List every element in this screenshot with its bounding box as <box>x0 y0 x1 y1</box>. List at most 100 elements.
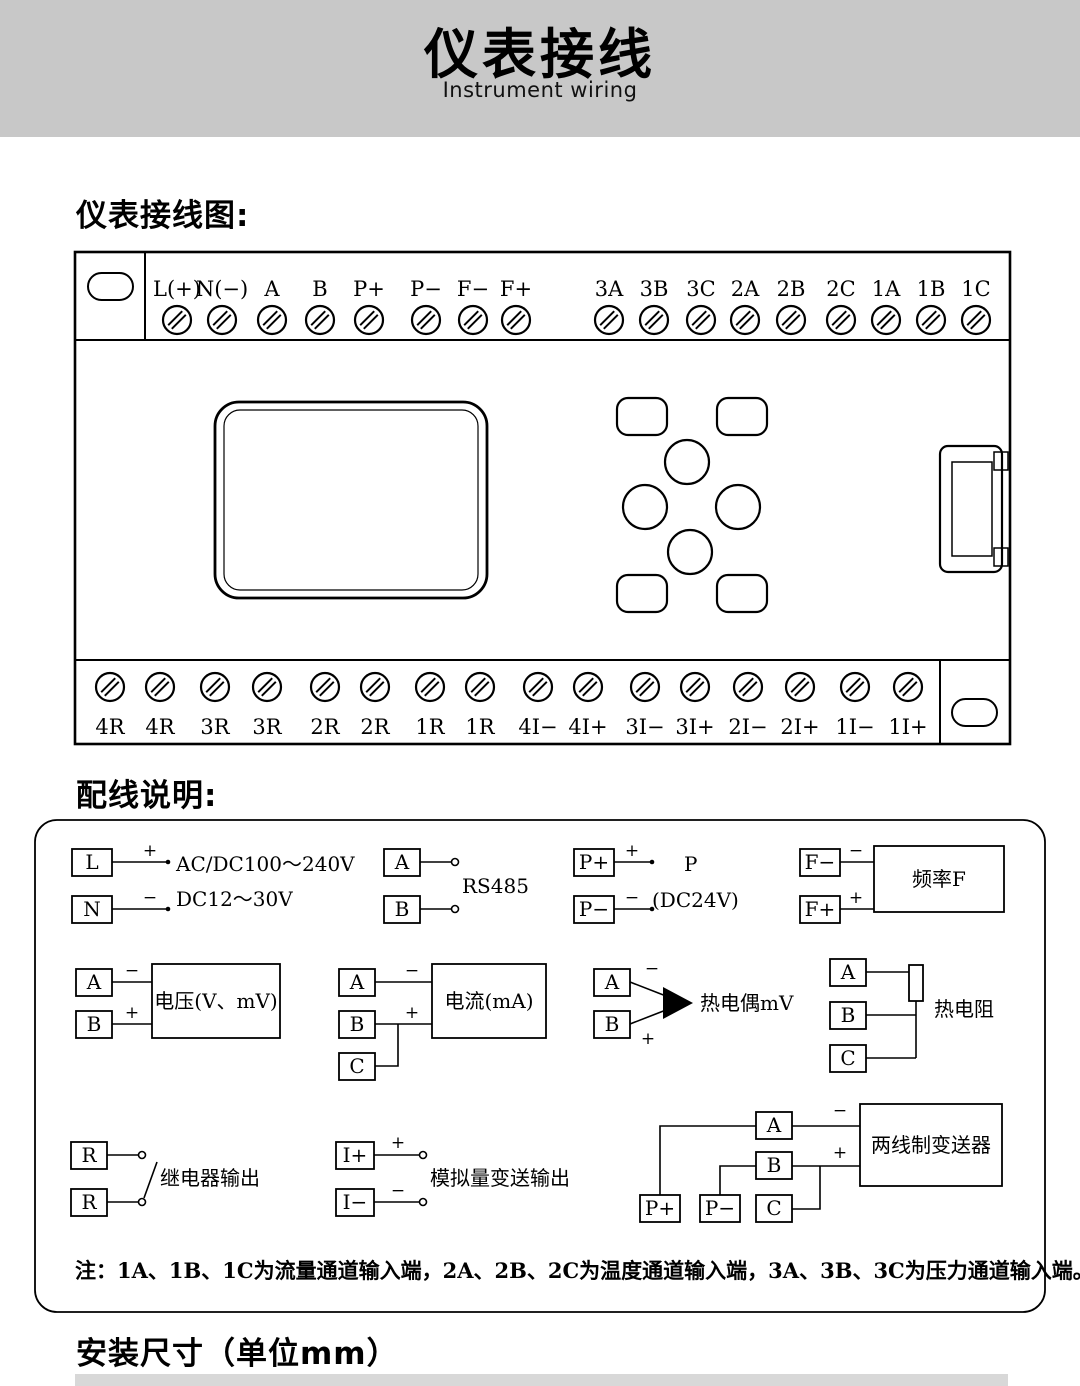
terminal-box-label: B <box>767 1153 782 1177</box>
screw-icon <box>870 304 902 336</box>
terminal-label: B <box>312 277 327 301</box>
key-top-right <box>715 396 769 437</box>
polarity-minus: − <box>645 959 659 979</box>
wiring-label: RS485 <box>462 874 529 898</box>
polarity-plus: + <box>849 888 863 908</box>
contact-terminal <box>137 1150 147 1160</box>
terminal-box-label: F+ <box>805 897 836 921</box>
screw-icon <box>593 304 625 336</box>
header-band: 仪表接线 Instrument wiring <box>0 0 1080 137</box>
display-window <box>213 400 489 600</box>
device-box <box>873 845 1005 913</box>
terminal-box-label: N <box>83 897 101 921</box>
screw-icon <box>775 304 807 336</box>
screw-icon <box>500 304 532 336</box>
terminal-box-label: P+ <box>579 850 609 874</box>
bottom-terminal-screws <box>94 671 924 703</box>
key-down <box>666 528 714 576</box>
terminal-box-label: B <box>87 1012 102 1036</box>
terminal-label: 2I− <box>728 715 767 739</box>
terminal-box-label: P− <box>579 897 609 921</box>
polarity-plus: + <box>625 841 639 861</box>
screw-icon <box>457 304 489 336</box>
polarity-minus: − <box>391 1181 405 1201</box>
wiring-label: 热电阻 <box>934 997 994 1021</box>
terminal-label: 4I+ <box>568 715 607 739</box>
polarity-minus: − <box>833 1101 847 1121</box>
terminal-box-label: A <box>349 970 365 994</box>
resistor-symbol <box>908 964 924 1002</box>
key-top-left <box>615 396 669 437</box>
wiring-label: DC12～30V <box>176 887 293 911</box>
wiring-label: 热电偶mV <box>700 991 794 1015</box>
terminal-box-label: F− <box>805 850 836 874</box>
screw-icon <box>410 304 442 336</box>
device-box <box>151 963 281 1039</box>
connector-tab-top <box>993 451 1009 471</box>
wiring-label: 继电器输出 <box>160 1166 260 1190</box>
oval-cutout-right <box>951 698 998 727</box>
terminal-box-label: B <box>605 1012 620 1036</box>
screw-icon <box>251 671 283 703</box>
section-title-wiring-notes: 配线说明: <box>76 778 218 814</box>
device-label: 两线制变送器 <box>871 1133 991 1157</box>
wire <box>792 1166 821 1210</box>
bottom-terminal-labels: 4R 4R 3R 3R 2R 2R 1R 1R 4I− 4I+ 3I− 3I+ … <box>95 715 927 739</box>
wiring-label: P <box>684 852 697 876</box>
wiring-rs485: A B RS485 <box>383 848 529 924</box>
screw-icon <box>629 671 661 703</box>
key-right <box>714 483 762 531</box>
polarity-minus: − <box>849 841 863 861</box>
connector-inner <box>951 461 993 557</box>
terminal-box-label: P+ <box>645 1196 675 1220</box>
device-box <box>431 963 547 1039</box>
page-subtitle: Instrument wiring <box>442 78 638 103</box>
page-title: 仪表接线 <box>424 23 656 86</box>
device-label: 频率F <box>912 867 966 891</box>
terminal-box-label: A <box>86 970 102 994</box>
wiring-label: (DC24V) <box>652 888 739 912</box>
connector-outer <box>938 444 1004 574</box>
screw-icon <box>359 671 391 703</box>
wire <box>629 981 667 997</box>
terminal-label: 2C <box>826 277 855 301</box>
top-terminal-screws <box>161 304 992 336</box>
terminal-label: 4I− <box>518 715 557 739</box>
terminal-box-label: B <box>841 1003 856 1027</box>
polarity-minus: − <box>405 961 419 981</box>
display-outer <box>213 400 489 600</box>
key-up <box>663 438 711 486</box>
terminal-box-label: A <box>604 970 620 994</box>
wire <box>629 1009 667 1025</box>
terminal-label: 1I− <box>835 715 874 739</box>
terminal-label: 1I+ <box>888 715 927 739</box>
wiring-analog-out: I+ I− + − 模拟量变送输出 <box>335 1133 570 1217</box>
polarity-plus: + <box>125 1003 139 1023</box>
wiring-rtd: A B C 热电阻 <box>829 958 994 1073</box>
thermocouple-junction <box>663 987 693 1019</box>
wiring-current: A B C − + 电流(mA) <box>338 961 547 1081</box>
device-box <box>859 1103 1003 1187</box>
terminal-label: F− <box>457 277 489 301</box>
wire-end <box>165 859 171 865</box>
polarity-minus: − <box>143 888 157 908</box>
wiring-relay: R R 继电器输出 <box>70 1141 260 1217</box>
section-title-wiring-diagram: 仪表接线图: <box>76 198 250 234</box>
terminal-label: 3C <box>686 277 715 301</box>
terminal-box-label: C <box>766 1196 781 1220</box>
terminal-label: N(−) <box>196 277 248 301</box>
screw-icon <box>309 671 341 703</box>
terminal-label: 1R <box>415 715 445 739</box>
polarity-plus: + <box>391 1133 405 1153</box>
wiring-notes-panel <box>34 819 1046 1313</box>
screw-icon <box>960 304 992 336</box>
terminal-label: 2B <box>777 277 806 301</box>
terminal-label: A <box>263 277 280 301</box>
wire-end <box>165 906 171 912</box>
wiring-frequency: F− F+ − + 频率F <box>799 841 1005 924</box>
screw-icon <box>256 304 288 336</box>
polarity-plus: + <box>405 1003 419 1023</box>
terminal-label: 3B <box>640 277 669 301</box>
screw-icon <box>199 671 231 703</box>
